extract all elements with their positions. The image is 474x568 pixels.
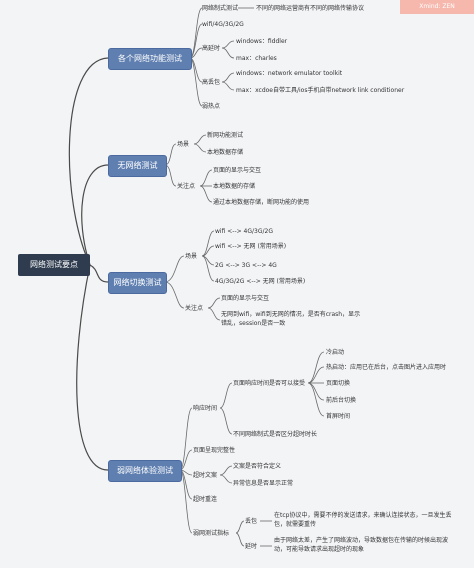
node-no-net-focus[interactable]: 关注点 <box>177 183 196 190</box>
watermark: Xmind: ZEN <box>400 0 474 14</box>
node-no-net-focus-a[interactable]: 页面的显示与交互 <box>213 167 262 174</box>
node-loss-windows[interactable]: windows：network emulator toolkit <box>236 70 343 77</box>
node-switch-scenario-d[interactable]: 4G/3G/2G <--> 无网 (常用场景) <box>215 278 306 285</box>
node-no-net-focus-b[interactable]: 本地数据的存储 <box>213 183 256 190</box>
node-wifi-4g[interactable]: wifi/4G/3G/2G <box>202 21 244 28</box>
node-weak-hotspot[interactable]: 弱热点 <box>202 103 221 110</box>
node-no-net-scenario[interactable]: 场景 <box>177 141 190 148</box>
node-timeout-by-standard[interactable]: 不同网络制式是否区分超时时长 <box>233 431 318 438</box>
branch-no-network[interactable]: 无网络测试 <box>108 155 167 177</box>
node-metric-latency[interactable]: 延时 <box>245 543 258 550</box>
node-timeout-reconnect[interactable]: 超时重连 <box>193 496 218 503</box>
node-no-net-scenario-a[interactable]: 新网功能测试 <box>207 132 244 139</box>
node-page-switch[interactable]: 页面切换 <box>326 380 351 387</box>
node-metric-loss[interactable]: 丢包 <box>245 518 258 525</box>
branch-weak-network[interactable]: 弱网络体验测试 <box>108 460 182 482</box>
node-response-time[interactable]: 响应时间 <box>193 405 218 412</box>
node-cold-start[interactable]: 冷启动 <box>326 349 345 356</box>
node-switch-scenario-a[interactable]: wifi <--> 4G/3G/2G <box>215 228 273 235</box>
node-copy-matches[interactable]: 文案是否符合定义 <box>233 463 282 470</box>
node-latency-windows[interactable]: windows：fiddler <box>236 38 288 45</box>
node-timeout-copy[interactable]: 超时文案 <box>193 472 218 479</box>
node-hot-start[interactable]: 热启动：应用已在后台，点击图片进入应用时 <box>326 364 447 371</box>
node-latency-max[interactable]: max：charles <box>236 55 277 62</box>
node-error-display[interactable]: 异常信息是否显示正常 <box>233 480 294 487</box>
node-weak-metrics[interactable]: 弱网测试指标 <box>193 530 230 537</box>
node-metric-latency-desc[interactable]: 由于网络太差，产生了网络波动，导致数据包在传输的时候出现波动，可能导致请求出现超… <box>274 537 449 553</box>
node-switch-scenario-b[interactable]: wifi <--> 无网 (常用场景) <box>215 243 287 250</box>
node-switch-focus-b[interactable]: 无网到wifi，wifi到无网的情况，是否有crash，显示错乱，session… <box>221 311 361 327</box>
node-no-net-focus-c[interactable]: 通过本地数据存储，断网功能的使用 <box>213 199 310 206</box>
node-network-standard-desc[interactable]: 不同的网络运营商有不同的网络传输协议 <box>256 5 365 12</box>
node-first-screen[interactable]: 首屏时间 <box>326 413 351 420</box>
node-switch-focus-a[interactable]: 页面的显示与交互 <box>221 295 270 302</box>
node-switch-focus[interactable]: 关注点 <box>185 305 204 312</box>
node-no-net-scenario-b[interactable]: 本地数据存储 <box>207 149 244 156</box>
node-response-acceptable[interactable]: 页面响应时间是否可以接受 <box>233 380 306 387</box>
node-loss-max[interactable]: max：xcdoe自带工具/ios手机自带network link condit… <box>236 87 405 94</box>
node-page-integrity[interactable]: 页面呈现完整性 <box>193 447 236 454</box>
branch-network-switch[interactable]: 网络切换测试 <box>108 272 167 294</box>
branch-network-functions[interactable]: 各个网络功能测试 <box>108 48 192 70</box>
node-high-latency[interactable]: 高延时 <box>202 45 221 52</box>
node-switch-scenario[interactable]: 场景 <box>185 253 198 260</box>
node-metric-loss-desc[interactable]: 在tcp协议中，需要不停的发送请求，来确认连接状态，一旦发生丢包，就需要重传 <box>274 512 452 528</box>
root-topic[interactable]: 网络测试要点 <box>18 254 90 276</box>
node-switch-scenario-c[interactable]: 2G <--> 3G <--> 4G <box>215 262 277 269</box>
node-packet-loss[interactable]: 高丢包 <box>202 79 221 86</box>
node-fg-bg-switch[interactable]: 前后台切换 <box>326 397 357 404</box>
node-network-standard[interactable]: 网络制式测试 <box>202 5 239 12</box>
